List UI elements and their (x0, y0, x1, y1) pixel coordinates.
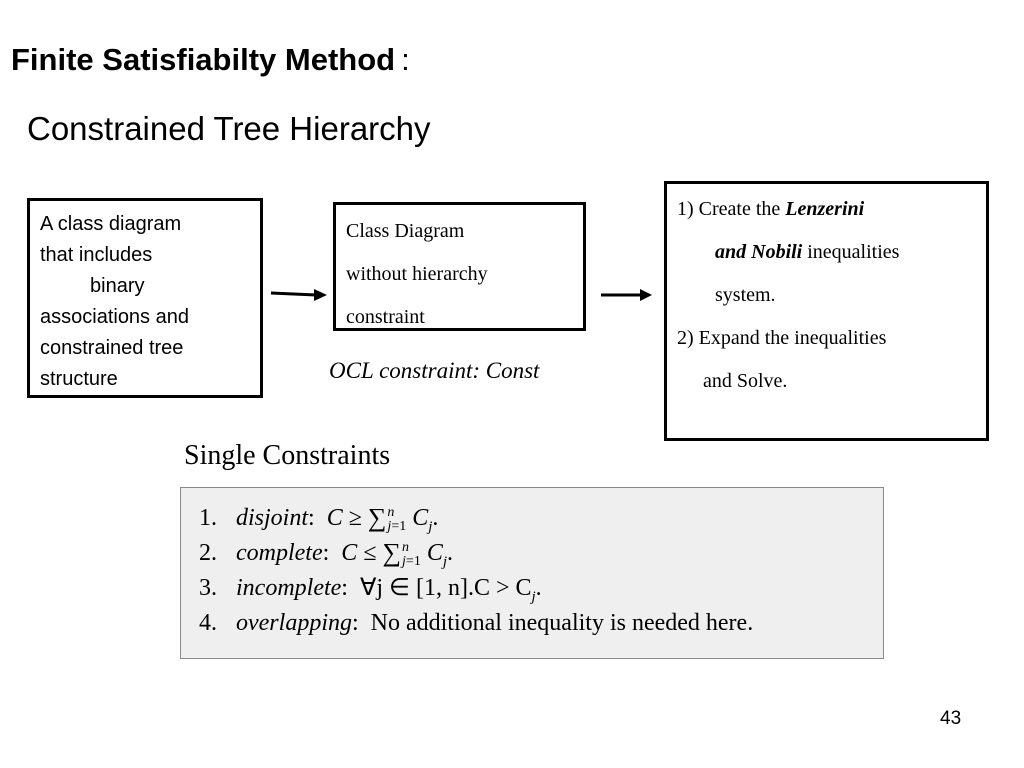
constraint-row: 4.overlapping: No additional inequality … (199, 606, 883, 641)
constraint-number: 1. (199, 505, 217, 531)
flow-arrow-right-icon (601, 289, 652, 301)
class-diagram-without-hierarchy-box: Class Diagram without hierarchy constrai… (333, 202, 586, 331)
constraint-number: 4. (199, 610, 217, 636)
result-step-1-cont: and Nobili inequalities (715, 241, 900, 263)
inequalities-system-box: 1) Create the Lenzerini and Nobili inequ… (664, 181, 989, 441)
slide-title-colon: : (401, 42, 410, 77)
constraint-term: overlapping (236, 610, 352, 636)
constraint-number: 3. (199, 575, 217, 601)
middle-box-line: without hierarchy (346, 263, 488, 285)
single-constraints-heading: Single Constraints (184, 440, 391, 471)
result-step-1: 1) Create the Lenzerini (677, 198, 865, 220)
constraint-number: 2. (199, 540, 217, 566)
input-box-line: constrained tree (40, 337, 184, 359)
flow-arrow-right-icon (270, 289, 327, 301)
constraint-term: disjoint (236, 505, 309, 531)
constraint-relation: ≤ (363, 540, 377, 566)
ocl-constraint-caption: OCL constraint: Const (329, 358, 540, 383)
middle-box-line: Class Diagram (346, 220, 465, 242)
result-step-2: 2) Expand the inequalities (677, 327, 887, 349)
constraint-term: incomplete (236, 575, 342, 601)
constraint-text: No additional inequality is needed here. (370, 610, 754, 636)
slide-title: Finite Satisfiabilty Method: (11, 42, 410, 78)
result-step-2-cont: and Solve. (703, 370, 788, 392)
slide-title-text: Finite Satisfiabilty Method (11, 42, 396, 77)
constraint-term: complete (236, 540, 323, 566)
slide-subtitle: Constrained Tree Hierarchy (27, 110, 431, 147)
constraint-row: 3.incomplete: ∀j ∈ [1, n].C > Cj. (199, 571, 883, 606)
input-box-line: that includes (40, 244, 153, 266)
constraint-expression: ∀j ∈ [1, n].C > C (359, 575, 532, 601)
nobili-name: and Nobili (715, 241, 803, 263)
input-box-line: associations and (40, 306, 189, 328)
middle-box-line: constraint (346, 306, 425, 328)
input-box-line: binary (90, 275, 145, 297)
input-box-line: structure (40, 368, 118, 390)
lenzerini-name: Lenzerini (785, 198, 865, 220)
constraint-relation: ≥ (348, 505, 362, 531)
result-step-1-cont: system. (715, 284, 776, 306)
input-class-diagram-box: A class diagram that includes binary ass… (27, 198, 263, 398)
page-number: 43 (940, 708, 962, 729)
input-box-line: A class diagram (40, 213, 182, 235)
